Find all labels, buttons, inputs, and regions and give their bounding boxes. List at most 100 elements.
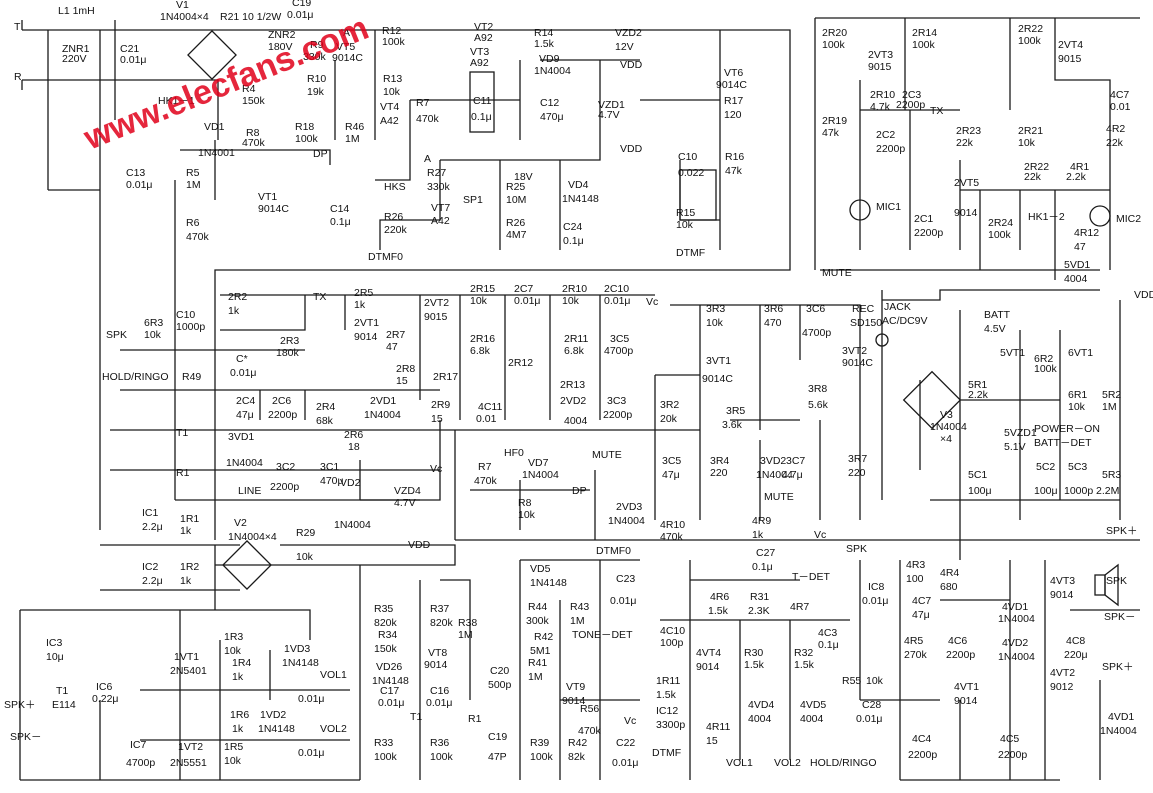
component-label: 4C4 <box>912 733 931 745</box>
component-label: 3C6 <box>806 303 825 315</box>
component-label: 9014 <box>1050 589 1074 601</box>
component-label: 2VT1 <box>354 317 379 329</box>
component-label: ZNR2 <box>268 29 296 41</box>
component-label: 6.8k <box>470 345 491 357</box>
component-label: C19 <box>292 0 311 9</box>
component-label: 10k <box>383 86 401 98</box>
component-label: 5R1 <box>968 379 987 391</box>
component-label: Vc <box>646 296 658 308</box>
component-label: 0.01μ <box>612 757 639 769</box>
component-label: 18 <box>348 441 360 453</box>
component-label: C19 <box>488 731 507 743</box>
component-label: R27 <box>427 167 446 179</box>
component-label: 4M7 <box>506 229 527 241</box>
component-label: 4700p <box>802 327 831 339</box>
component-label: SPK＋ <box>1102 661 1134 673</box>
component-label: 2200p <box>268 409 297 421</box>
component-label: A42 <box>431 215 450 227</box>
component-label: 2200p <box>998 749 1027 761</box>
component-label: 0.01μ <box>514 295 541 307</box>
component-label: Vc <box>430 463 442 475</box>
component-label: R25 <box>506 181 525 193</box>
component-label: 4VD4 <box>748 699 774 711</box>
component-label: 470μ <box>320 475 344 487</box>
component-label: SPK <box>1106 575 1127 587</box>
component-label: 4.5V <box>984 323 1006 335</box>
component-label: E114 <box>52 699 76 711</box>
component-label: 470k <box>186 231 210 243</box>
component-label: 47μ <box>662 469 680 481</box>
component-label: 180V <box>268 41 293 53</box>
component-label: ×4 <box>940 433 952 445</box>
component-label: 2R23 <box>956 125 981 137</box>
component-label: 220μ <box>1064 649 1088 661</box>
component-label: HF0 <box>504 447 524 459</box>
component-label: 470μ <box>540 111 564 123</box>
component-label: R7 <box>478 461 492 473</box>
component-label: C17 <box>380 685 399 697</box>
component-label: 4VT4 <box>696 647 721 659</box>
component-label: VT5 <box>336 41 355 53</box>
component-label: IC1 <box>142 507 159 519</box>
component-label: C12 <box>540 97 559 109</box>
component-label: 3R4 <box>710 455 729 467</box>
component-label: 2R10 <box>870 89 895 101</box>
component-label: 1R4 <box>232 657 251 669</box>
component-label: SPK－ <box>1104 611 1136 623</box>
component-label: 4C11 <box>478 401 502 413</box>
component-label: C20 <box>490 665 509 677</box>
component-label: HK1－1 <box>158 95 195 107</box>
component-label: 4C5 <box>1000 733 1019 745</box>
component-label: 2R9 <box>431 399 450 411</box>
component-label: V2 <box>234 517 247 529</box>
component-label: 100μ <box>968 485 992 497</box>
component-label: VDD <box>620 143 643 155</box>
component-label: 9014 <box>696 661 720 673</box>
component-label: 4R1 <box>1070 161 1089 173</box>
component-label: 19k <box>307 86 325 98</box>
component-label: 2R22 <box>1024 161 1049 173</box>
component-label: 2R6 <box>344 429 363 441</box>
component-label: 2.2k <box>968 389 989 401</box>
component-label: 9014C <box>258 203 289 215</box>
component-label: R31 <box>750 591 769 603</box>
component-label: SPK＋ <box>4 699 36 711</box>
component-label: 680 <box>940 581 958 593</box>
component-label: 2R24 <box>988 217 1013 229</box>
component-label: 2R15 <box>470 283 495 295</box>
component-label: JACK <box>884 301 911 313</box>
component-label: R41 <box>528 657 547 669</box>
component-label: 4C7 <box>1110 89 1129 101</box>
component-label: 1k <box>180 575 192 587</box>
component-label: 1N4004 <box>334 519 371 531</box>
component-label: R43 <box>570 601 589 613</box>
component-label: 2VD1 <box>370 395 396 407</box>
component-label: 0.01μ <box>426 697 453 709</box>
component-label: 5VT1 <box>1000 347 1025 359</box>
component-label: 9014 <box>954 207 978 219</box>
component-label: R6 <box>186 217 200 229</box>
component-label: 4.7μ <box>782 469 803 481</box>
component-label: VD4 <box>568 179 589 191</box>
component-label: 6R3 <box>144 317 163 329</box>
component-label: 2R3 <box>280 335 299 347</box>
component-label: 10k <box>866 675 884 687</box>
component-label: 10k <box>676 219 694 231</box>
component-label: 100k <box>295 133 319 145</box>
component-label: C* <box>236 353 248 365</box>
component-label: 2VT4 <box>1058 39 1083 51</box>
component-label: 6VT1 <box>1068 347 1093 359</box>
component-label: 0.01μ <box>126 179 153 191</box>
component-label: 1N4004 <box>226 457 263 469</box>
component-label: MUTE <box>592 449 622 461</box>
component-label: MUTE <box>764 491 794 503</box>
component-label: 1.5k <box>708 605 729 617</box>
component-label: 2C10 <box>604 283 629 295</box>
component-label: IC8 <box>868 581 885 593</box>
component-label: DP <box>313 148 328 160</box>
component-label: 100μ <box>1034 485 1058 497</box>
component-label: SPK－ <box>10 731 42 743</box>
component-label: 180k <box>276 347 300 359</box>
component-label: VT6 <box>724 67 743 79</box>
